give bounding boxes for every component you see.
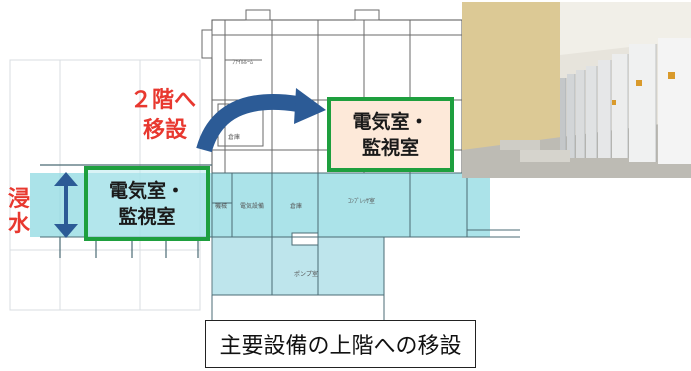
new-room-label-line2: 監視室 [361, 136, 419, 159]
label-ground-room-4: ｺﾝﾌﾟﾚｯｻ室 [348, 198, 376, 205]
old-electrical-room-box: 電気室・ 監視室 [84, 166, 210, 241]
relocation-arrow [196, 88, 326, 153]
equipment-photo [462, 2, 691, 178]
new-room-label-line1: 電気室・ [352, 110, 429, 133]
relocate-label-line1: ２階へ [130, 88, 197, 113]
flood-depth-arrow [54, 172, 78, 238]
old-room-label-line2: 監視室 [118, 205, 176, 228]
label-ground-room-2: 電気設備 [240, 203, 265, 210]
flood-label-char2: 水 [8, 212, 31, 237]
annex-columns [40, 164, 212, 258]
flood-label-char1: 浸 [8, 187, 31, 212]
label-basement-room: ポンプ室 [294, 271, 318, 278]
caption-box: 主要設備の上階への移設 [205, 320, 476, 368]
old-room-label-line1: 電気室・ [108, 179, 185, 202]
label-ground-room-3: 倉庫 [290, 203, 303, 210]
lower-floors [40, 172, 520, 320]
new-electrical-room-box: 電気室・ 監視室 [327, 97, 454, 172]
label-upper-room-2: 倉庫 [228, 134, 241, 141]
label-ground-room-1: 機械 [215, 203, 228, 210]
relocate-label-line2: 移設 [143, 118, 188, 143]
caption-text: 主要設備の上階への移設 [219, 334, 462, 359]
label-upper-room-1: ﾌｧｲﾙﾙｰﾑ [232, 59, 254, 66]
